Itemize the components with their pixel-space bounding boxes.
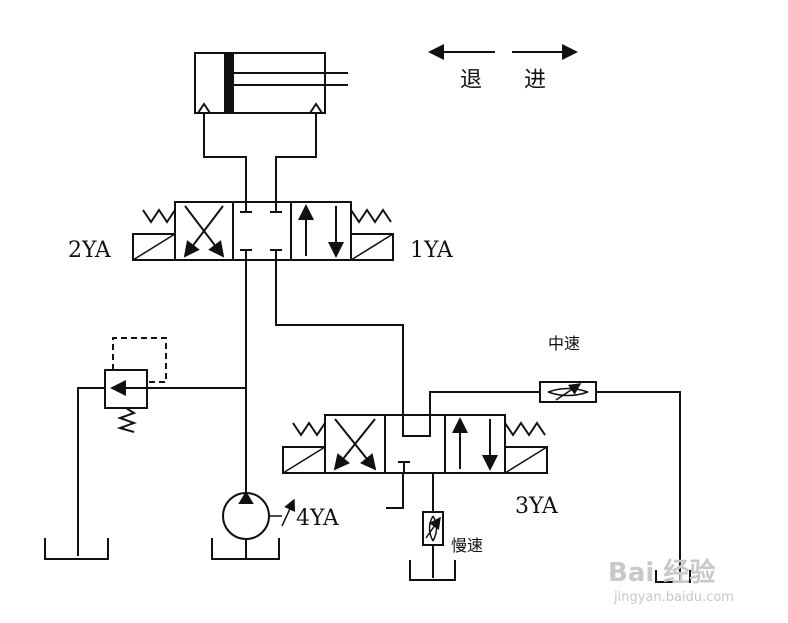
cylinder-body (194, 52, 326, 114)
solenoid-3ya-diagonal (504, 446, 548, 474)
medium-speed-line-in (429, 391, 540, 415)
left-port-icon (197, 102, 211, 114)
solenoid-1ya-coil (350, 233, 394, 261)
slow-speed-throttle-valve (422, 511, 444, 546)
relief-drain-line (77, 387, 105, 556)
advance-label: 进 (524, 68, 547, 93)
solenoid-2ya-coil (132, 233, 176, 261)
slow-throttle-body (422, 511, 444, 546)
medium-throttle-arrow-icon (555, 383, 582, 401)
tank-slow-icon (409, 560, 456, 581)
relief-pilot-line (112, 337, 167, 383)
lower-left-cross-arrow-icon-2 (333, 418, 376, 471)
medium-speed-line-out (596, 391, 681, 582)
retreat-label: 退 (460, 68, 483, 93)
solenoid-3ya-coil (504, 446, 548, 474)
lower-valve-body (324, 414, 506, 474)
lower-left-solenoid-coil (282, 446, 326, 474)
medium-throttle-body (539, 381, 597, 403)
medium-speed-label: 中速 (548, 334, 581, 353)
medium-throttle-curve-bottom (547, 391, 589, 397)
medium-speed-throttle-valve (539, 381, 597, 403)
slow-speed-label: 慢速 (451, 536, 484, 555)
pump-variable-arrow-icon (281, 498, 296, 527)
slow-throttle-arrow-icon (425, 516, 441, 539)
upper-valve-body (174, 201, 352, 261)
right-port-icon (309, 102, 323, 114)
solenoid-2ya-diagonal (132, 233, 176, 261)
return-line-to-lower-valve (275, 260, 404, 415)
lower-drain-line (386, 473, 404, 509)
cylinder-piston (224, 52, 234, 114)
tank-right-icon (655, 570, 691, 583)
lower-directional-valve (282, 414, 548, 474)
upper-left-cross-arrow-icon-2 (183, 205, 224, 258)
solenoid-2ya-label: 2YA (68, 238, 111, 263)
circuit-lines (77, 260, 681, 582)
pump-outlet-triangle-icon (238, 491, 254, 504)
lower-left-spring-icon (292, 421, 326, 437)
lower-right-spring-icon (504, 421, 546, 437)
upper-right-spring-icon (350, 208, 392, 224)
solenoid-4ya-label: 4YA (296, 506, 339, 531)
line-left-chamber (203, 113, 247, 203)
lower-center-passage (402, 415, 431, 437)
watermark-url: jingyan.baidu.com (614, 590, 734, 605)
solenoid-1ya-label: 1YA (410, 238, 453, 263)
watermark-brand: Bai 经验 (608, 558, 716, 588)
line-right-chamber (275, 113, 317, 203)
relief-spring-icon (116, 407, 137, 433)
solenoid-1ya-diagonal (350, 233, 394, 261)
lower-left-solenoid-diagonal (282, 446, 326, 474)
upper-directional-valve (132, 201, 394, 261)
tank-left-icon (44, 538, 109, 560)
upper-left-spring-icon (142, 208, 176, 224)
hydraulic-pump (222, 491, 296, 559)
relief-valve (104, 337, 167, 433)
hydraulic-cylinder (194, 52, 348, 203)
solenoid-3ya-label: 3YA (515, 494, 558, 519)
